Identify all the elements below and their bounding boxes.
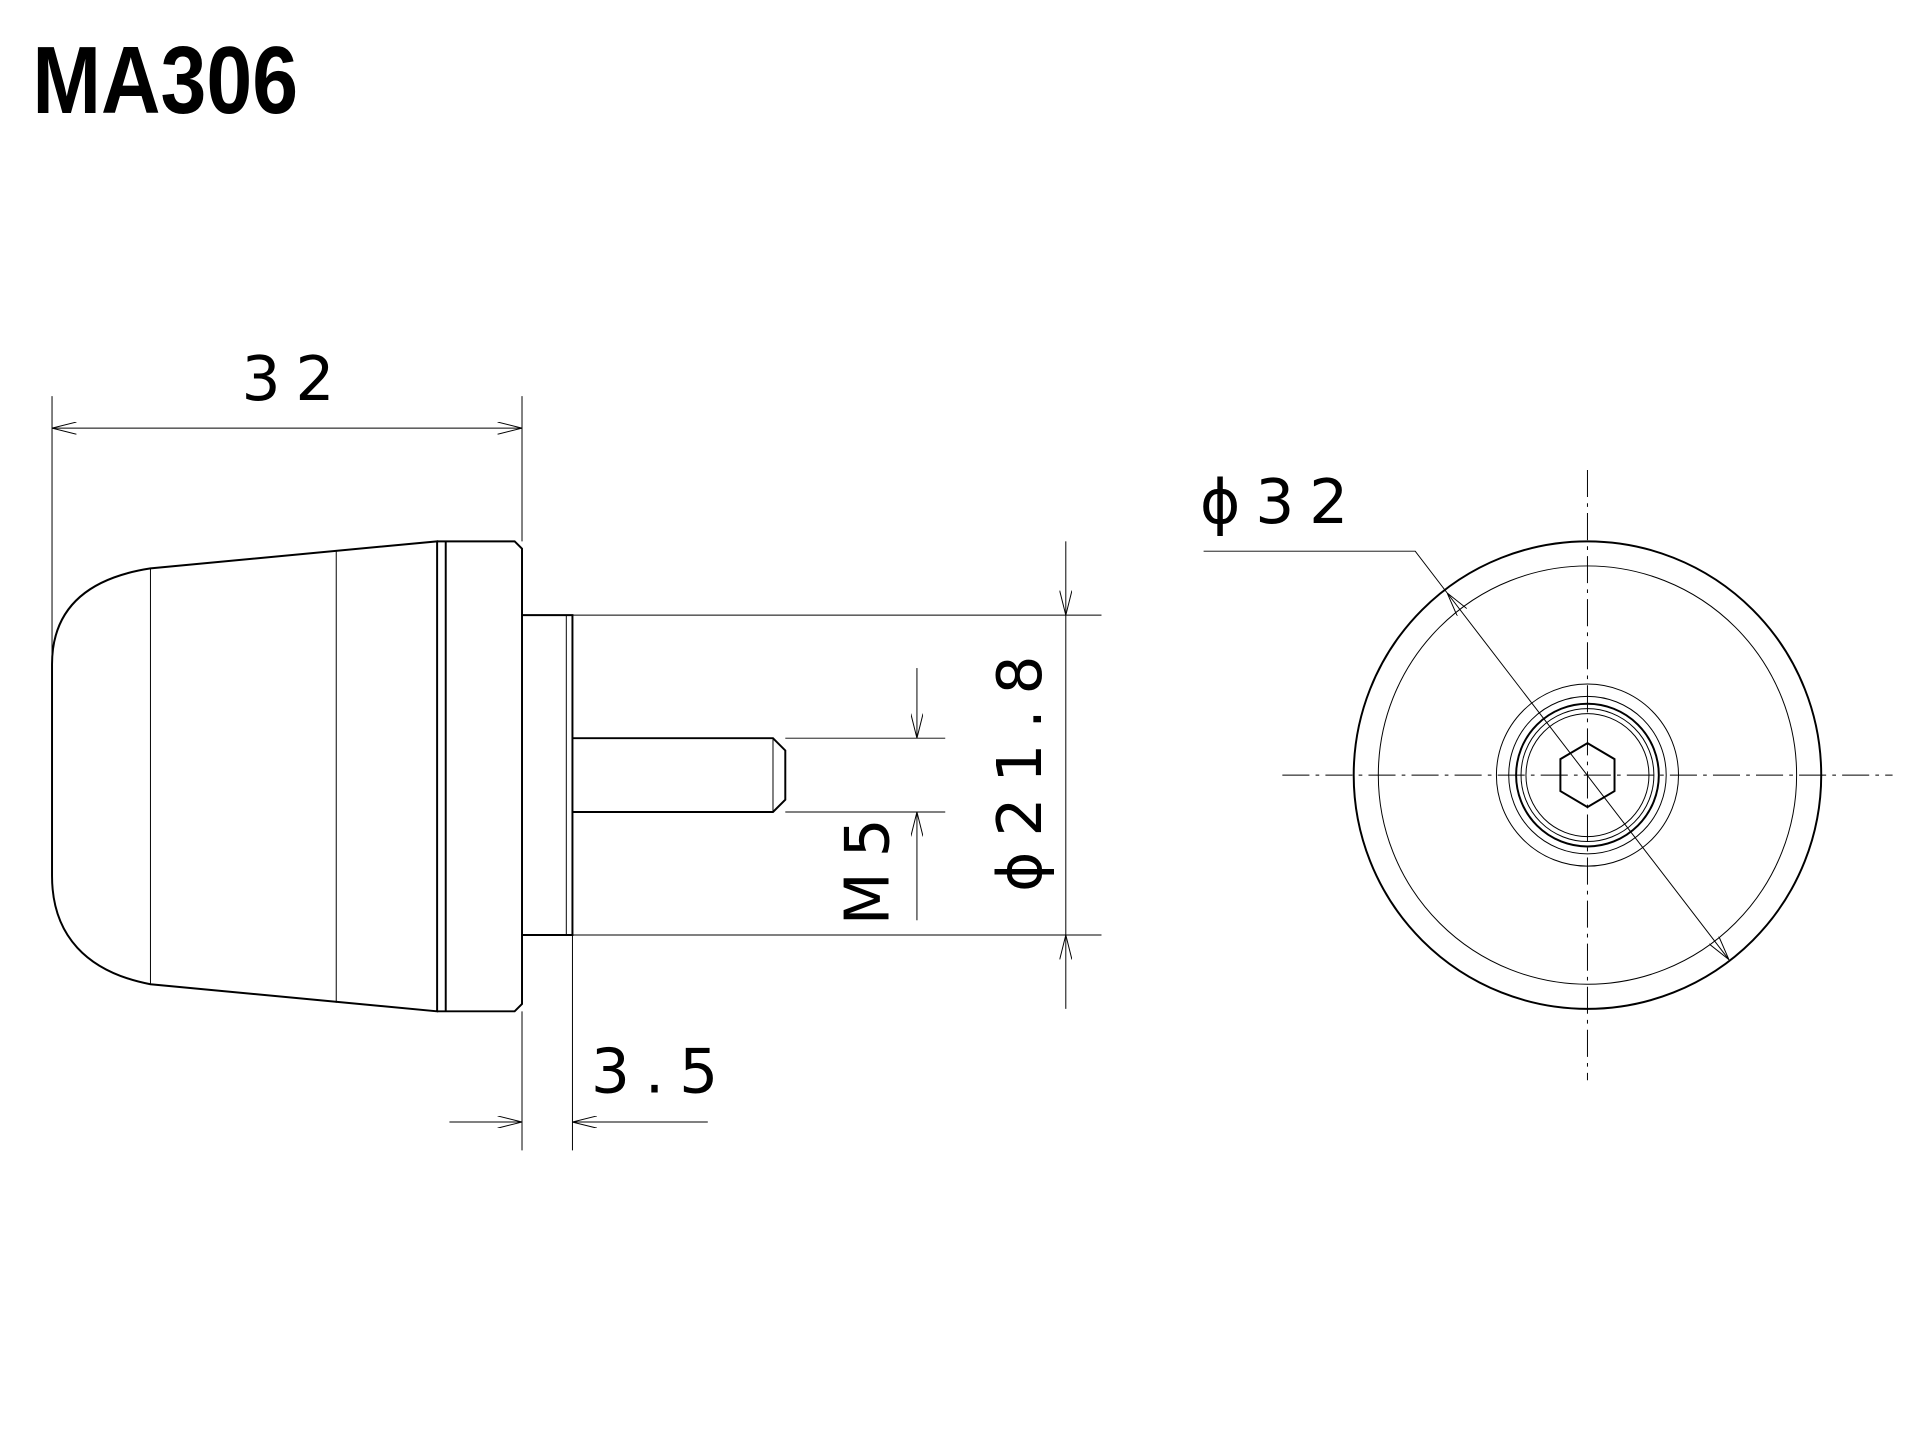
dimension-base-diameter: ϕ21.8 xyxy=(572,541,1102,1009)
side-view xyxy=(51,540,787,1013)
dimension-label-outer-diameter: ϕ32 xyxy=(1200,466,1363,538)
thread-shaft xyxy=(572,737,787,813)
dimension-step: 3.5 xyxy=(449,935,733,1151)
dimension-label-base-diameter: ϕ21.8 xyxy=(984,641,1056,892)
model-title: MA306 xyxy=(32,27,298,134)
collar xyxy=(437,540,523,1013)
dimension-thread: M5 xyxy=(785,668,946,925)
dimension-label-thread: M5 xyxy=(832,803,904,925)
dimension-label-step: 3.5 xyxy=(591,1036,733,1108)
bar-end-body-outline xyxy=(51,540,439,1013)
base-step xyxy=(522,614,574,937)
dimension-label-length: 32 xyxy=(241,343,349,415)
dimension-length: 32 xyxy=(51,343,523,665)
dimension-outer-diameter: ϕ32 xyxy=(1200,466,1729,960)
